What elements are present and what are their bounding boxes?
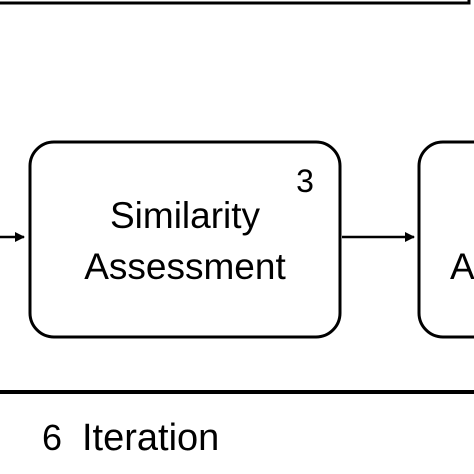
- node-label-line-2: Assessment: [84, 246, 286, 287]
- similarity-assessment-box: [28, 140, 342, 339]
- iteration-step-number: 6: [42, 417, 62, 458]
- iteration-label: Iteration: [82, 417, 219, 459]
- next-step-label: A: [450, 246, 474, 287]
- next-step-box: [417, 140, 474, 339]
- outer-frame-top: [0, 0, 471, 5]
- iteration-frame: 6 Iteration: [0, 390, 474, 459]
- similarity-assessment-node: 3 Similarity Assessment: [28, 140, 342, 339]
- node-label-line-1: Similarity: [110, 195, 261, 236]
- step-number-3: 3: [296, 163, 314, 199]
- next-step-node: A: [417, 140, 474, 339]
